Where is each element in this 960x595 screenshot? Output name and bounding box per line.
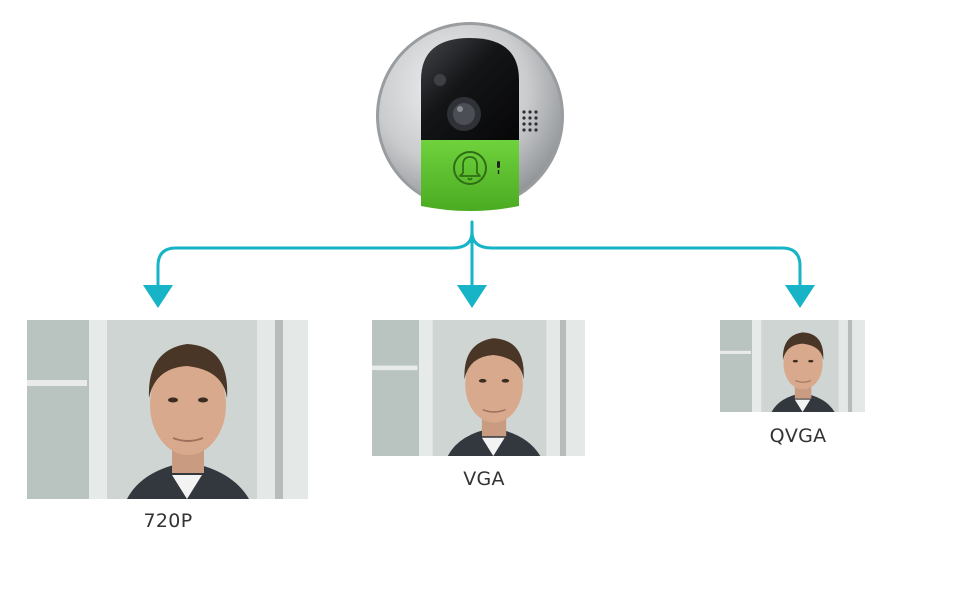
arrowhead-qvga bbox=[785, 285, 815, 308]
arrowhead-vga bbox=[457, 285, 487, 308]
connector-to-qvga bbox=[470, 230, 802, 289]
video-doorbell-icon bbox=[374, 20, 566, 212]
microphone-icon bbox=[497, 161, 500, 174]
face-photo-icon bbox=[372, 320, 585, 456]
face-photo-icon bbox=[720, 320, 865, 412]
speaker-grille-icon bbox=[522, 110, 538, 132]
photo-720p bbox=[27, 320, 308, 499]
label-vga: VGA bbox=[463, 468, 505, 490]
bell-icon bbox=[459, 156, 481, 181]
connector-to-720p bbox=[156, 230, 474, 289]
sensor-icon bbox=[434, 74, 446, 86]
label-qvga: QVGA bbox=[769, 425, 827, 447]
label-720p: 720P bbox=[143, 510, 193, 532]
photo-qvga bbox=[720, 320, 865, 412]
bell-button bbox=[453, 151, 487, 185]
photo-vga bbox=[372, 320, 585, 456]
arrowhead-720p bbox=[143, 285, 173, 308]
face-photo-icon bbox=[27, 320, 308, 499]
